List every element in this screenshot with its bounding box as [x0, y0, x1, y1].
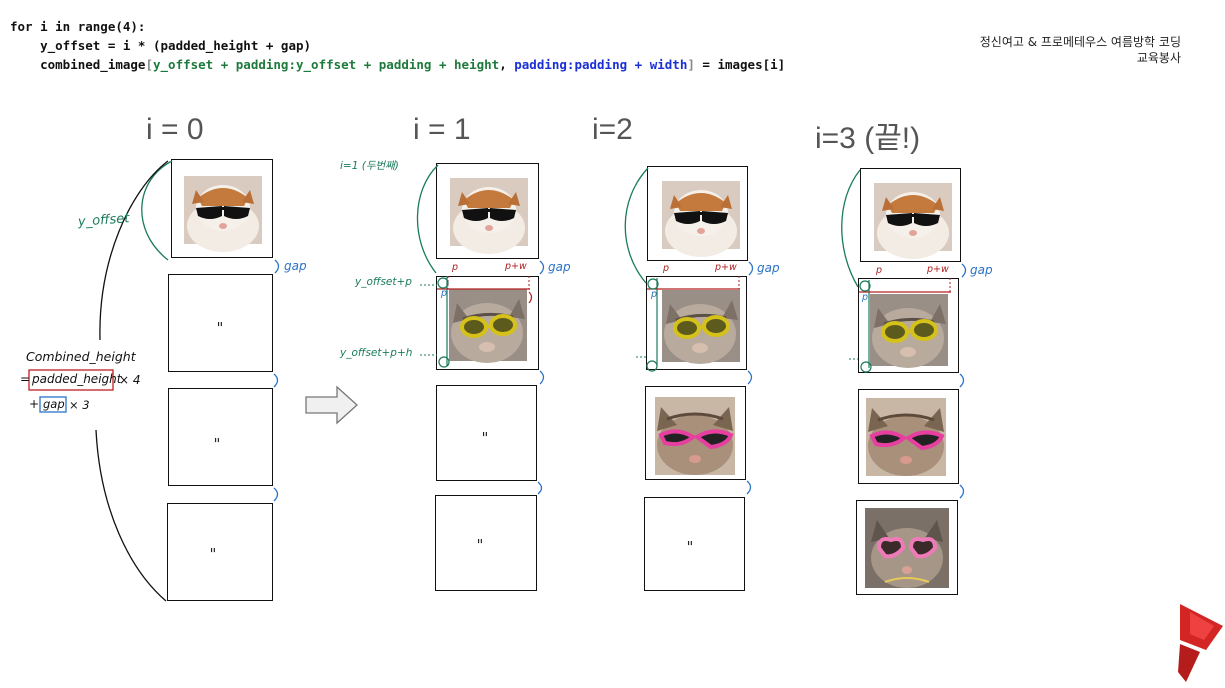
cat-image-1: [874, 183, 952, 259]
code-line-1: for i in range(4):: [10, 19, 146, 34]
gap-brace: [748, 261, 754, 276]
credit-line-2: 교육봉사: [1136, 51, 1181, 65]
cat-image-3: [864, 396, 948, 478]
circle-marker: [646, 360, 658, 372]
circle-marker: [647, 278, 659, 290]
gap-brace: [537, 481, 543, 495]
ditto-mark: ": [686, 538, 694, 556]
gap-brace: [539, 370, 545, 385]
label-p: p: [452, 262, 459, 273]
cat-image-2: [447, 287, 529, 365]
gap-brace: [539, 260, 545, 275]
bracket-y-offset-i2: [624, 167, 649, 284]
label-plus: +: [29, 397, 40, 411]
arrow-right-icon: [305, 385, 358, 425]
slot-2-i1: [436, 385, 537, 481]
gap-brace: [273, 487, 279, 502]
label-p: p: [651, 289, 658, 300]
label-ptw: p+w: [927, 264, 949, 275]
label-padded-height: padded_height: [32, 372, 122, 386]
label-gap: gap: [757, 261, 780, 275]
cat-image-2: [868, 292, 950, 370]
padded-height-box: [28, 369, 114, 391]
label-p: p: [663, 263, 670, 274]
label-y-offset-p: y_offset+p: [355, 276, 412, 288]
circle-marker: [437, 277, 449, 289]
ditto-mark: ": [476, 536, 484, 554]
gap-brace: [961, 263, 967, 278]
bracket-combined-height-top: [99, 160, 169, 341]
credit-line-1: 정신여고 & 프로메테우스 여름방학 코딩: [979, 35, 1181, 49]
label-gap: gap: [284, 259, 307, 273]
circle-marker: [438, 356, 450, 368]
code-block: for i in range(4): y_offset = i * (padde…: [10, 17, 785, 74]
cat-image-1: [450, 178, 528, 254]
label-gap-word: gap: [43, 397, 65, 411]
label-times-3: × 3: [69, 398, 90, 412]
slot-3-i0: [167, 503, 273, 601]
ditto-mark: ": [216, 319, 224, 337]
heading-i0: i = 0: [146, 113, 204, 146]
cat-image-2: [660, 288, 742, 366]
cat-image-3: [653, 395, 737, 477]
slot-3-i1: [435, 495, 537, 591]
gap-brace: [274, 259, 280, 274]
heading-i3: i=3 (끝!): [815, 122, 921, 155]
cat-image-1: [662, 181, 740, 257]
gap-brace: [746, 480, 752, 495]
cat-image-4: [863, 506, 951, 590]
gap-brace: [747, 370, 753, 385]
label-gap: gap: [970, 263, 993, 277]
heading-i1: i = 1: [413, 113, 471, 146]
credit: 정신여고 & 프로메테우스 여름방학 코딩 교육봉사: [980, 34, 1181, 66]
bracket-y-offset-i3: [841, 169, 861, 288]
label-combined-height: Combined_height: [26, 349, 136, 364]
ditto-mark: ": [213, 435, 221, 453]
slot-1-i0: [168, 274, 273, 372]
label-y-offset-p-h: y_offset+p+h: [340, 347, 413, 359]
gap-box: [39, 396, 67, 413]
label-times-4: × 4: [119, 373, 141, 387]
label-p: p: [862, 292, 869, 303]
circle-marker: [860, 361, 872, 373]
label-ptw: p+w: [715, 262, 737, 273]
heading-i2: i=2: [592, 113, 633, 146]
slot-2-i0: [168, 388, 273, 486]
slot-3-i2: [644, 497, 745, 591]
ditto-mark: ": [209, 545, 217, 563]
gap-brace: [959, 373, 965, 388]
bracket-y-offset-i0: [141, 160, 173, 261]
code-line-2: y_offset = i * (padded_height + gap): [10, 38, 312, 53]
prometheus-logo: [1178, 604, 1223, 682]
gap-brace: [959, 484, 965, 499]
label-ptw: p+w: [505, 261, 527, 272]
label-p: p: [876, 265, 883, 276]
gap-brace: [273, 373, 279, 388]
ditto-mark: ": [481, 429, 489, 447]
label-p: p: [441, 288, 448, 299]
bracket-combined-height-bottom: [95, 429, 167, 602]
cat-image-1: [184, 176, 262, 252]
label-second-iteration: i=1 (두번째): [340, 160, 399, 172]
code-line-3: combined_image[y_offset + padding:y_offs…: [10, 57, 786, 72]
label-equals: =: [20, 372, 31, 386]
label-gap: gap: [548, 260, 571, 274]
circle-marker: [859, 280, 871, 292]
bracket-y-offset-i1: [416, 164, 439, 274]
